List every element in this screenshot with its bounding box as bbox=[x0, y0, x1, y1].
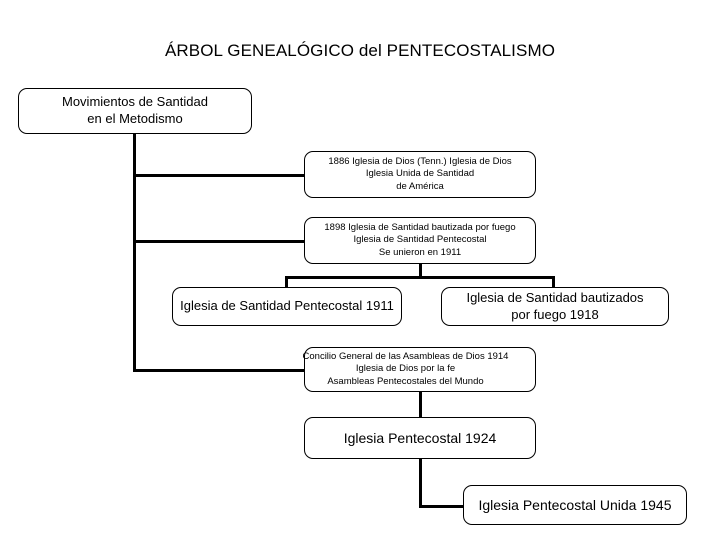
node-santidad-bautizados-fuego-1918[interactable]: Iglesia de Santidad bautizados por fuego… bbox=[441, 287, 669, 326]
node-santidad-pentecostal-1911[interactable]: Iglesia de Santidad Pentecostal 1911 bbox=[172, 287, 402, 326]
connector-root-stem bbox=[133, 133, 136, 151]
connector-main-trunk bbox=[133, 151, 136, 372]
node-iglesia-dios-tenn[interactable]: 1886 Iglesia de Dios (Tenn.) Iglesia de … bbox=[304, 151, 536, 198]
node-iglesia-pentecostal-unida-1945[interactable]: Iglesia Pentecostal Unida 1945 bbox=[463, 485, 687, 525]
connector-pentecostal-unida-1945 bbox=[419, 505, 464, 508]
diagram-title: ÁRBOL GENEALÓGICO del PENTECOSTALISMO bbox=[164, 41, 556, 60]
node-movimientos-santidad-label: Movimientos de Santidad en el Metodismo bbox=[62, 94, 208, 126]
node-concilio-general-1914[interactable]: Concilio General de las Asambleas de Dio… bbox=[303, 347, 536, 392]
node-santidad-bautizada-fuego-label: 1898 Iglesia de Santidad bautizada por f… bbox=[324, 221, 516, 258]
node-iglesia-pentecostal-1924-label: Iglesia Pentecostal 1924 bbox=[343, 429, 497, 446]
connector-split-stem bbox=[419, 264, 422, 278]
connector-branch-santidad-bautizada bbox=[133, 240, 306, 243]
node-santidad-bautizada-fuego[interactable]: 1898 Iglesia de Santidad bautizada por f… bbox=[304, 217, 536, 264]
node-santidad-pentecostal-1911-label: Iglesia de Santidad Pentecostal 1911 bbox=[180, 298, 394, 314]
connector-branch-concilio bbox=[133, 369, 306, 372]
node-iglesia-pentecostal-1924[interactable]: Iglesia Pentecostal 1924 bbox=[304, 417, 536, 459]
node-movimientos-santidad[interactable]: Movimientos de Santidad en el Metodismo bbox=[18, 88, 252, 134]
connector-split-drop-right bbox=[552, 276, 555, 287]
connector-split-bar bbox=[285, 276, 555, 279]
connector-concilio-to-pentecostal-1924 bbox=[419, 392, 422, 417]
node-iglesia-pentecostal-unida-1945-label: Iglesia Pentecostal Unida 1945 bbox=[478, 496, 672, 513]
node-santidad-bautizados-fuego-1918-label: Iglesia de Santidad bautizados por fuego… bbox=[466, 289, 644, 322]
node-concilio-general-1914-label: Concilio General de las Asambleas de Dio… bbox=[302, 350, 509, 387]
node-iglesia-dios-tenn-label: 1886 Iglesia de Dios (Tenn.) Iglesia de … bbox=[328, 155, 512, 192]
connector-branch-iglesia-dios-tenn bbox=[133, 174, 306, 177]
connector-split-drop-left bbox=[285, 276, 288, 287]
connector-pentecostal-1924-stem bbox=[419, 459, 422, 508]
